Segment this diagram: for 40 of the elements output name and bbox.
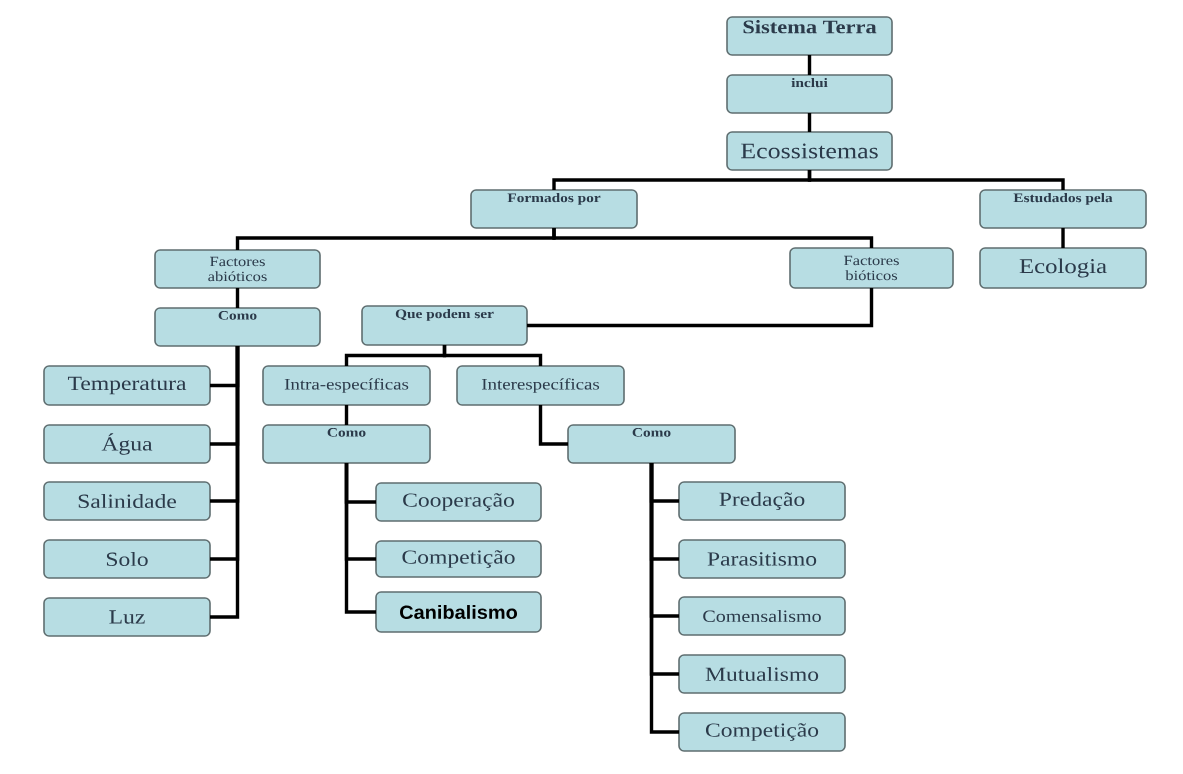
connector-line [807, 170, 1065, 190]
concept-box: Competição [678, 712, 846, 752]
connector-line [442, 345, 543, 366]
connector-line [344, 405, 349, 425]
concept-box: Parasitismo [678, 539, 846, 579]
concept-box: Como [154, 307, 321, 347]
concept-box: Temperatura [43, 365, 211, 406]
concept-box: Que podem ser [361, 305, 528, 346]
concept-box: Estudados pela [979, 189, 1147, 229]
concept-box: Cooperação [375, 482, 542, 522]
connector-line [210, 346, 240, 619]
concept-box: Sistema Terra [726, 16, 893, 56]
connector-line [527, 288, 874, 328]
concept-box: Interespecíficas [456, 365, 625, 406]
concept-box: Competição [375, 540, 542, 578]
concept-box: Factores bióticos [789, 247, 954, 289]
connector-line [344, 463, 376, 614]
concept-box: inclui [726, 74, 893, 114]
concept-box: Água [43, 424, 211, 464]
concept-box: Comensalismo [678, 596, 846, 636]
connector-line [807, 113, 812, 132]
concept-box: Como [262, 424, 431, 464]
connector-line [1061, 228, 1065, 248]
connector-line [649, 463, 679, 734]
connector-line [552, 228, 874, 248]
concept-box: Canibalismo [375, 591, 542, 633]
connector-line [538, 405, 568, 446]
concept-box: Formados por [470, 189, 638, 229]
concept-box: Factores abióticos [154, 249, 321, 289]
connector-line [235, 288, 240, 308]
concept-box: Ecossistemas [726, 131, 893, 171]
concept-box: Salinidade [43, 481, 211, 521]
concept-box: Predação [678, 481, 846, 521]
concept-box: Como [567, 424, 736, 464]
concept-box: Ecologia [979, 247, 1147, 289]
connector-line [807, 55, 812, 75]
concept-box: Intra-específicas [262, 365, 431, 406]
concept-box: Luz [43, 597, 211, 637]
concept-box: Solo [43, 539, 211, 579]
concept-box: Mutualismo [678, 654, 846, 694]
